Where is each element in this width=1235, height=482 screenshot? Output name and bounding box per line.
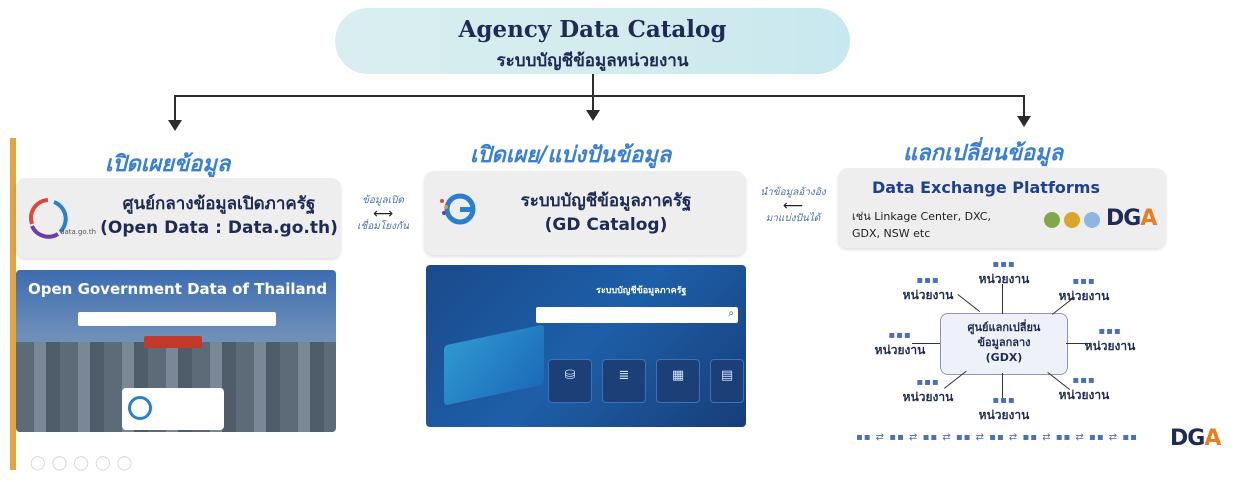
- stat-tile-2: ≣: [602, 359, 646, 403]
- gd-catalog-website-screenshot: ระบบบัญชีข้อมูลภาครัฐ ⌕ ⛁ ≣ ▦ ▤: [426, 265, 746, 427]
- heading-share-data: เปิดเผย/แบ่งปันข้อมูล: [470, 143, 672, 168]
- unit-chain-icons: ▪▪ ⇄ ▪▪ ⇄ ▪▪ ⇄ ▪▪ ⇄ ▪▪ ⇄ ▪▪ ⇄ ▪▪ ⇄ ▪▪ ⇄ …: [856, 432, 1138, 443]
- open-data-promo-box: [122, 388, 224, 430]
- connector-right-drop: [1023, 95, 1025, 117]
- data-exchange-title: Data Exchange Platforms: [872, 178, 1100, 197]
- chart-icon: ≣: [618, 368, 630, 383]
- title-pill: Agency Data Catalog ระบบบัญชีข้อมูลหน่วย…: [335, 8, 850, 74]
- partner-seal-icon-1: [1044, 212, 1060, 228]
- open-data-title: ศูนย์กลางข้อมูลเปิดภาครัฐ (Open Data : D…: [100, 192, 338, 240]
- building-icon: ▪▪▪: [916, 377, 940, 388]
- data-exchange-desc: เช่น Linkage Center, DXC, GDX, NSW etc: [852, 210, 991, 240]
- data-go-th-logo-text: data.go.th: [60, 228, 97, 236]
- grid-icon: ▦: [671, 368, 685, 383]
- building-icon: ▪▪▪: [1098, 326, 1122, 337]
- heading-open-data: เปิดเผยข้อมูล: [105, 152, 231, 177]
- gd-catalog-banner: ระบบบัญชีข้อมูลภาครัฐ: [596, 286, 687, 296]
- connector-left-drop: [174, 95, 176, 121]
- left-accent-strip: [10, 138, 16, 470]
- stat-tile-4: ▤: [710, 359, 744, 403]
- arrowhead-right: [1017, 116, 1031, 127]
- unit-node-top-left: ▪▪▪หน่วยงาน: [896, 276, 960, 305]
- building-icon: ▪▪▪: [992, 259, 1016, 270]
- spoke-left: [912, 343, 940, 344]
- arrowhead-left: [168, 120, 182, 131]
- link-label-reference-share: นำข้อมูลอ้างอิง ⟵ มาแบ่งปันได้: [752, 186, 834, 226]
- double-arrow-icon: ⟷: [372, 206, 394, 222]
- gdx-hub-line3: (GDX): [985, 351, 1023, 364]
- connector-horizontal: [174, 95, 1025, 97]
- data-exchange-card[interactable]: Data Exchange Platforms เช่น Linkage Cen…: [838, 168, 1166, 248]
- gdx-hub-line2: ข้อมูลกลาง: [977, 336, 1031, 349]
- unit-node-bottom-right: ▪▪▪หน่วยงาน: [1052, 376, 1116, 405]
- connector-center-drop: [592, 95, 594, 111]
- open-data-title-line1: ศูนย์กลางข้อมูลเปิดภาครัฐ: [122, 194, 316, 214]
- open-data-website-screenshot: Open Government Data of Thailand: [16, 270, 336, 432]
- stat-tile-3: ▦: [656, 359, 700, 403]
- gd-catalog-logo-icon: [440, 193, 476, 225]
- gdx-hub-line1: ศูนย์แลกเปลี่ยน: [967, 321, 1041, 334]
- document-icon: ▤: [720, 368, 734, 383]
- gd-catalog-title-line2: (GD Catalog): [544, 215, 668, 235]
- iso-platform-graphic: [444, 324, 544, 406]
- open-data-title-line2: (Open Data : Data.go.th): [100, 218, 338, 238]
- building-icon: ▪▪▪: [1072, 276, 1096, 287]
- gd-search-box: ⌕: [536, 307, 738, 323]
- building-icon: ▪▪▪: [1072, 375, 1096, 386]
- open-data-banner: Open Government Data of Thailand: [28, 280, 328, 298]
- arrowhead-center: [586, 110, 600, 121]
- open-data-search-button: [144, 336, 202, 348]
- dga-logo-icon: DGA: [1106, 206, 1157, 231]
- data-go-th-logo-icon: [28, 198, 68, 239]
- unit-node-left: ▪▪▪หน่วยงาน: [868, 331, 932, 360]
- building-icon: ▪▪▪: [888, 330, 912, 341]
- building-icon: ▪▪▪: [992, 395, 1016, 406]
- left-arrow-icon: ⟵: [782, 198, 804, 214]
- partner-seal-icon-3: [1084, 212, 1100, 228]
- connector-vertical-center: [592, 74, 594, 96]
- unit-node-top: ▪▪▪หน่วยงาน: [972, 260, 1036, 289]
- partner-seal-icon-2: [1064, 212, 1080, 228]
- open-data-card[interactable]: data.go.th ศูนย์กลางข้อมูลเปิดภาครัฐ (Op…: [16, 178, 341, 258]
- gd-catalog-card[interactable]: ระบบบัญชีข้อมูลภาครัฐ (GD Catalog): [424, 171, 746, 255]
- heading-exchange-data: แลกเปลี่ยนข้อมูล: [903, 141, 1064, 166]
- dga-logo-bottom-icon: DGA: [1170, 426, 1221, 451]
- link-label-open-linked: ข้อมูลเปิด ⟷ เชื่อมโยงกัน: [343, 194, 423, 234]
- unit-node-top-right: ▪▪▪หน่วยงาน: [1052, 277, 1116, 306]
- search-icon: ⌕: [728, 308, 734, 319]
- unit-node-bottom-left: ▪▪▪หน่วยงาน: [896, 378, 960, 407]
- stat-tile-1: ⛁: [548, 359, 592, 403]
- diagram-title: Agency Data Catalog: [458, 16, 727, 43]
- diagram-subtitle: ระบบบัญชีข้อมูลหน่วยงาน: [496, 51, 689, 71]
- building-icon: ▪▪▪: [916, 275, 940, 286]
- open-data-search-box: [78, 312, 276, 326]
- spoke-right: [1066, 343, 1090, 344]
- faint-controls: ◯◯◯◯◯: [30, 455, 139, 471]
- unit-node-bottom: ▪▪▪หน่วยงาน: [972, 396, 1036, 425]
- database-icon: ⛁: [564, 368, 576, 383]
- gdx-hub: ศูนย์แลกเปลี่ยน ข้อมูลกลาง (GDX): [940, 313, 1068, 375]
- spoke-top-left: [957, 294, 981, 313]
- unit-node-right: ▪▪▪หน่วยงาน: [1078, 327, 1142, 356]
- gd-catalog-title: ระบบบัญชีข้อมูลภาครัฐ (GD Catalog): [496, 189, 716, 237]
- gd-catalog-title-line1: ระบบบัญชีข้อมูลภาครัฐ: [520, 191, 692, 211]
- drop-logo-icon: [128, 396, 152, 420]
